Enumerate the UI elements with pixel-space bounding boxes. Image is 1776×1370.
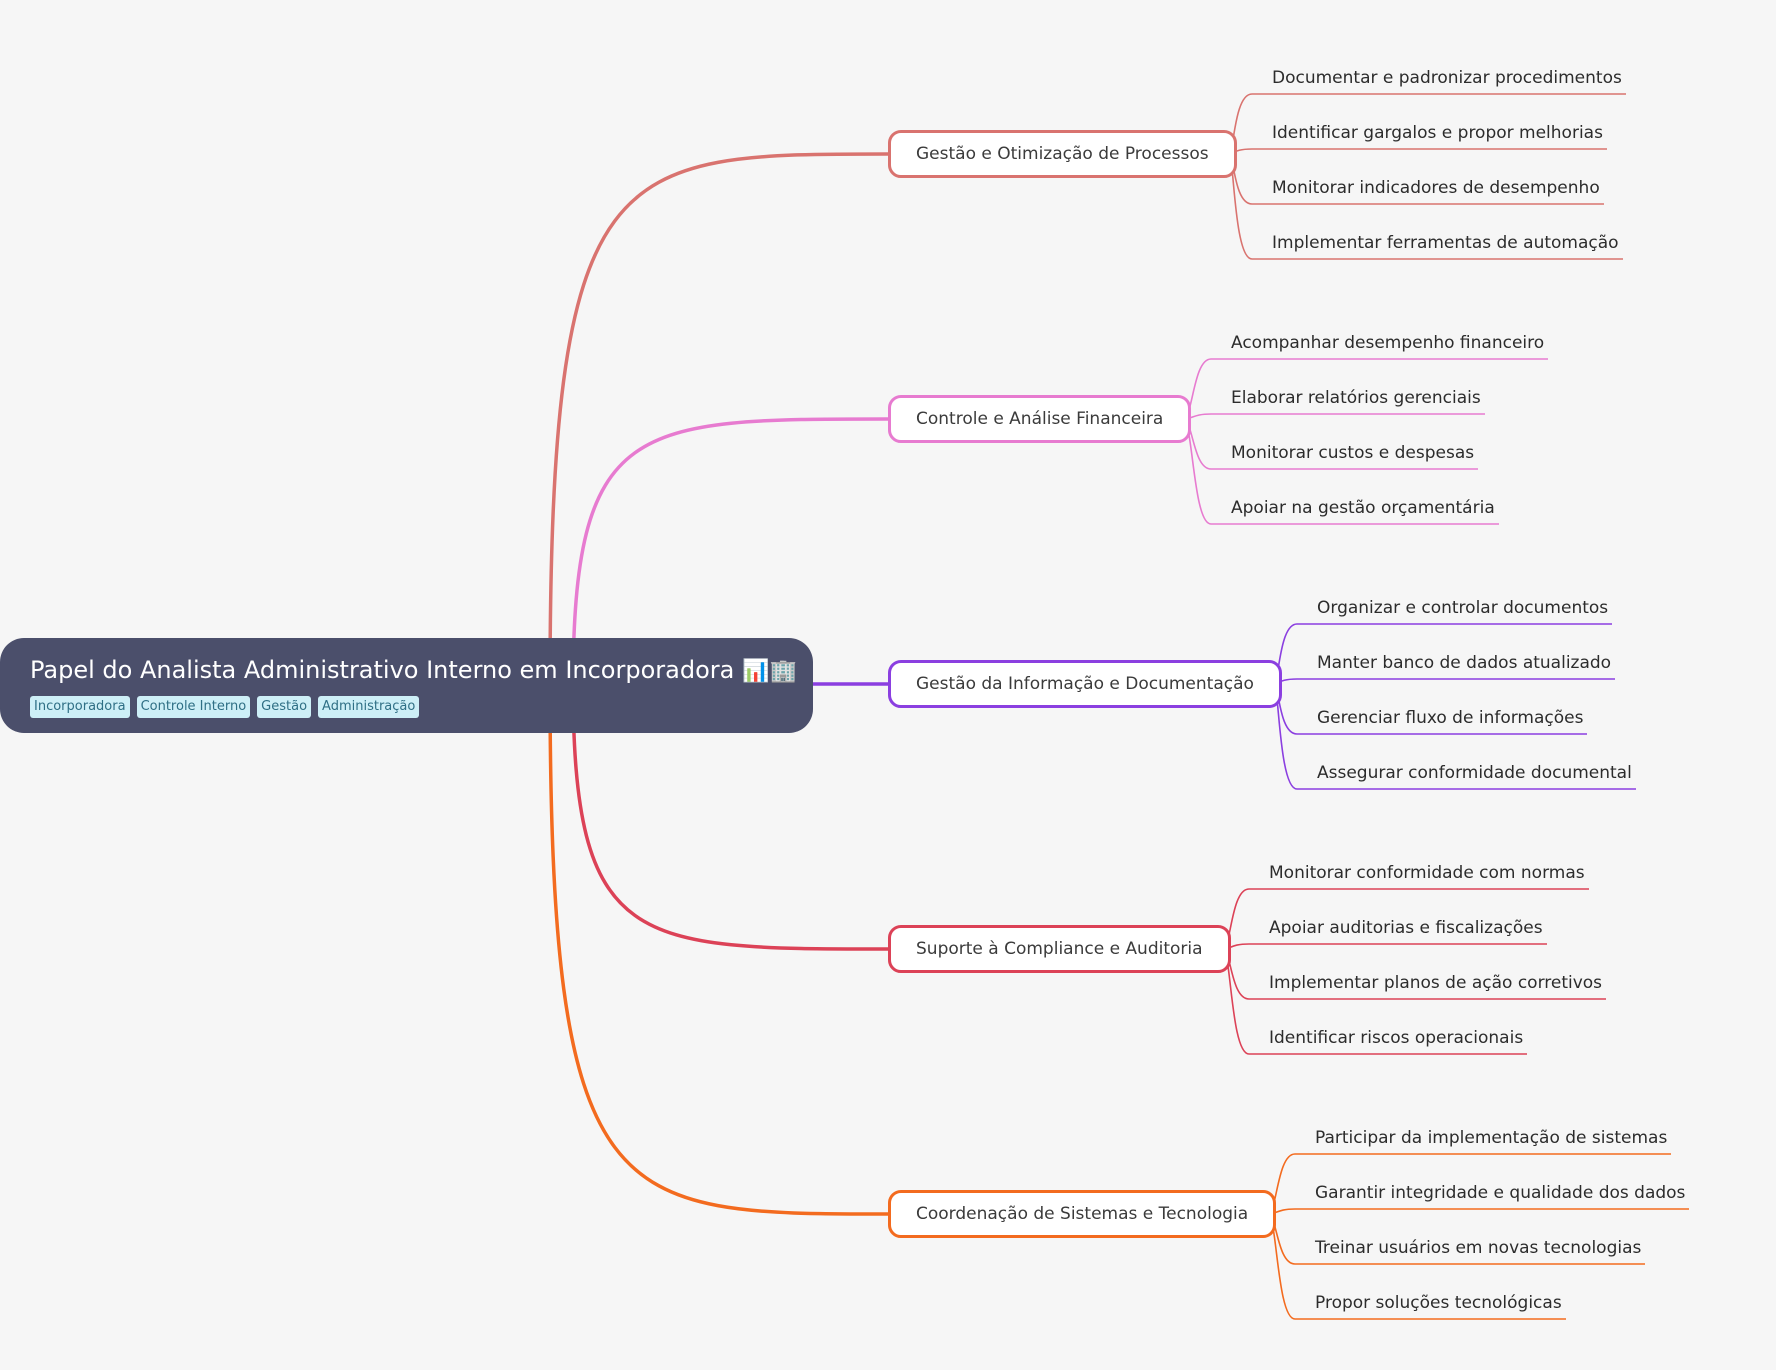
chart-building-icon: 📊🏢: [742, 659, 798, 684]
root-title-text: Papel do Analista Administrativo Interno…: [30, 656, 735, 684]
leaf-assegurar-conformidade[interactable]: Assegurar conformidade documental: [1317, 763, 1632, 783]
leaf-elaborar-relatorios[interactable]: Elaborar relatórios gerenciais: [1231, 388, 1481, 408]
connector-root-branch-4: [548, 679, 889, 1216]
leaf-garantir-integridade[interactable]: Garantir integridade e qualidade dos dad…: [1315, 1183, 1686, 1203]
tag-administracao[interactable]: Administração: [318, 696, 420, 718]
branch-controle-analise-financeira[interactable]: Controle e Análise Financeira: [888, 395, 1192, 443]
leaf-identificar-riscos[interactable]: Identificar riscos operacionais: [1269, 1028, 1524, 1048]
leaf-monitorar-custos[interactable]: Monitorar custos e despesas: [1231, 443, 1475, 463]
connector-root-branch-1: [571, 417, 889, 691]
connector-leaf-2-1: [1273, 678, 1615, 685]
leaf-propor-solucoes[interactable]: Propor soluções tecnológicas: [1315, 1293, 1562, 1313]
leaf-gerenciar-fluxo[interactable]: Gerenciar fluxo de informações: [1317, 708, 1584, 728]
root-node[interactable]: Papel do Analista Administrativo Interno…: [0, 638, 813, 733]
leaf-monitorar-normas[interactable]: Monitorar conformidade com normas: [1269, 863, 1585, 883]
leaf-apoiar-orcamento[interactable]: Apoiar na gestão orçamentária: [1231, 498, 1495, 518]
tag-controle-interno[interactable]: Controle Interno: [136, 696, 251, 718]
branch-gestao-otimizacao-processos[interactable]: Gestão e Otimização de Processos: [888, 130, 1237, 178]
connector-leaf-0-1: [1228, 148, 1607, 155]
leaf-identificar-gargalos[interactable]: Identificar gargalos e propor melhorias: [1272, 123, 1603, 143]
leaf-organizar-documentos[interactable]: Organizar e controlar documentos: [1317, 598, 1609, 618]
connector-leaf-4-1: [1267, 1208, 1689, 1215]
tag-gestao[interactable]: Gestão: [257, 696, 312, 718]
branch-coordenacao-sistemas-tecnologia[interactable]: Coordenação de Sistemas e Tecnologia: [888, 1190, 1277, 1238]
branch-gestao-informacao-documentacao[interactable]: Gestão da Informação e Documentação: [888, 660, 1282, 708]
leaf-implementar-automacao[interactable]: Implementar ferramentas de automação: [1272, 233, 1619, 253]
tag-incorporadora[interactable]: Incorporadora: [30, 696, 130, 718]
leaf-documentar-padronizar[interactable]: Documentar e padronizar procedimentos: [1272, 68, 1622, 88]
root-title: Papel do Analista Administrativo Interno…: [30, 652, 813, 690]
leaf-implementar-planos[interactable]: Implementar planos de ação corretivos: [1269, 973, 1603, 993]
leaf-acompanhar-desempenho[interactable]: Acompanhar desempenho financeiro: [1231, 333, 1545, 353]
connector-leaf-3-1: [1222, 943, 1547, 950]
root-tags: Incorporadora Controle Interno Gestão Ad…: [30, 696, 813, 718]
leaf-monitorar-indicadores[interactable]: Monitorar indicadores de desempenho: [1272, 178, 1600, 198]
connector-root-branch-0: [548, 152, 889, 691]
connector-leaf-1-1: [1182, 413, 1485, 420]
connector-root-branch-3: [571, 679, 889, 951]
leaf-participar-implementacao[interactable]: Participar da implementação de sistemas: [1315, 1128, 1668, 1148]
leaf-manter-banco-dados[interactable]: Manter banco de dados atualizado: [1317, 653, 1612, 673]
branch-suporte-compliance-auditoria[interactable]: Suporte à Compliance e Auditoria: [888, 925, 1231, 973]
leaf-apoiar-auditorias[interactable]: Apoiar auditorias e fiscalizações: [1269, 918, 1543, 938]
leaf-treinar-usuarios[interactable]: Treinar usuários em novas tecnologias: [1315, 1238, 1642, 1258]
